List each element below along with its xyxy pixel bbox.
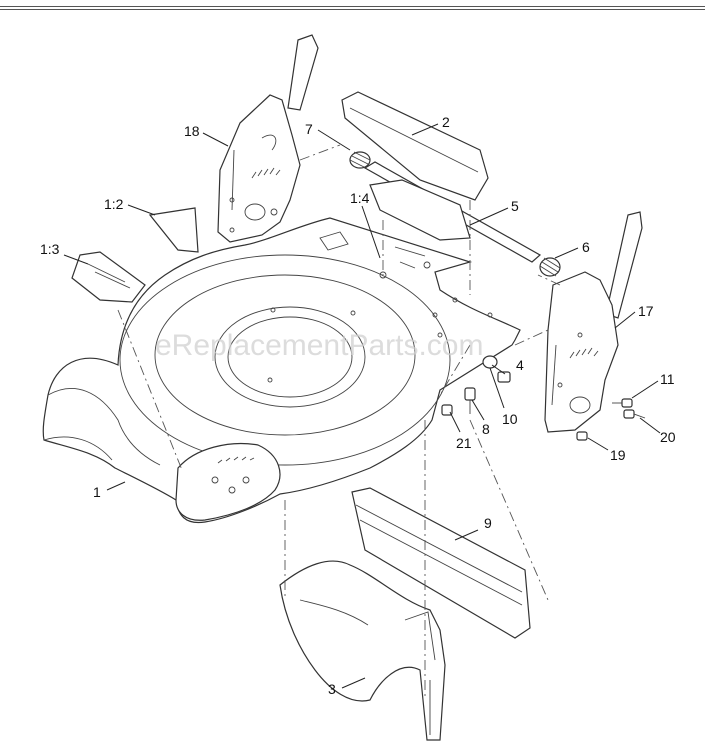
height-adjuster-right <box>544 211 643 433</box>
rear-shield <box>341 91 489 201</box>
spring-left <box>349 151 371 169</box>
hardware-screw-11 <box>612 398 633 408</box>
callout-1: 1 <box>93 484 101 500</box>
hardware-nut-4 <box>497 371 511 383</box>
hardware-bolt-8 <box>464 387 476 414</box>
leader-lines <box>63 123 661 689</box>
callout-5: 5 <box>511 198 519 214</box>
callout-19: 19 <box>610 447 626 463</box>
callout-6: 6 <box>582 239 590 255</box>
spring-right <box>539 257 561 277</box>
hardware-nut-19 <box>576 431 588 441</box>
callout-20: 20 <box>660 429 676 445</box>
callout-7: 7 <box>305 121 313 137</box>
baffle <box>351 487 531 639</box>
callout-1-4: 1:4 <box>350 190 370 206</box>
height-adjuster-left <box>217 34 319 243</box>
callout-2: 2 <box>442 114 450 130</box>
callout-21: 21 <box>456 435 472 451</box>
rear-discharge-cover <box>279 560 446 741</box>
hardware-nut-21 <box>441 404 453 416</box>
callout-10: 10 <box>502 411 518 427</box>
hardware-bolt-20 <box>623 409 646 419</box>
callout-3: 3 <box>328 681 336 697</box>
hardware-washer-10 <box>482 355 498 369</box>
callout-1-2: 1:2 <box>104 196 124 212</box>
axle-rod <box>363 161 542 263</box>
top-border <box>0 0 705 7</box>
decal-1-3 <box>71 251 146 303</box>
callout-18: 18 <box>184 123 200 139</box>
callout-17: 17 <box>638 303 654 319</box>
watermark: eReplacementParts.com <box>155 329 483 362</box>
callout-1-3: 1:3 <box>40 241 60 257</box>
decal-1-2 <box>148 207 199 253</box>
callout-labels: 18 7 2 1:2 1:4 5 1:3 6 17 4 11 10 8 21 2… <box>40 114 676 697</box>
mower-deck <box>42 217 521 524</box>
callout-11: 11 <box>660 371 675 387</box>
callout-8: 8 <box>482 421 490 437</box>
callout-9: 9 <box>484 515 492 531</box>
top-border-rule <box>0 9 705 10</box>
assembly-guide-lines <box>117 144 561 700</box>
callout-4: 4 <box>516 357 524 373</box>
